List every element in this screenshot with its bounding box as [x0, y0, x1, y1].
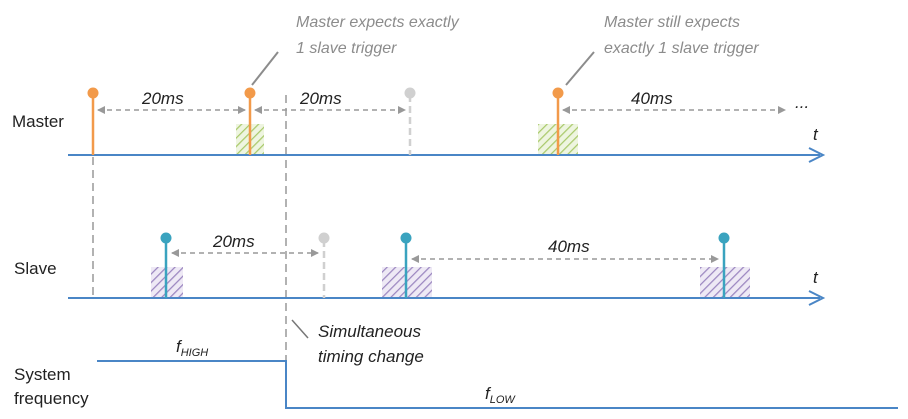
simultaneous-callout-line: [291, 319, 309, 339]
master-trigger: [244, 87, 256, 155]
slave-row-label: Slave: [14, 259, 57, 278]
slave-axis-t-label: t: [813, 268, 819, 287]
master-interval-label: 20ms: [299, 89, 342, 108]
master-axis-arrow-icon: [808, 147, 826, 163]
master-axis-t-label: t: [813, 125, 819, 144]
master-trigger: [552, 87, 564, 155]
system-frequency-label-line1: System: [14, 365, 71, 384]
note2-callout-line: [565, 51, 595, 86]
slave-interval-label: 40ms: [548, 237, 590, 256]
master-row-label: Master: [12, 112, 64, 131]
f-low-label: fLOW: [485, 384, 516, 406]
master-interval-label: 20ms: [141, 89, 184, 108]
master-trigger: [87, 87, 99, 155]
slave-expected-trigger: [318, 232, 330, 298]
slave-axis-arrow-icon: [808, 290, 826, 306]
note2-line1: Master still expects: [604, 14, 740, 31]
slave-trigger: [400, 232, 412, 298]
system-frequency-label-line2: frequency: [14, 389, 89, 408]
master-interval-label: 40ms: [631, 89, 673, 108]
note1-line2: 1 slave trigger: [296, 40, 397, 57]
master-expected-trigger: [404, 87, 416, 155]
f-high-label: fHIGH: [176, 337, 208, 359]
note2-line2: exactly 1 slave trigger: [604, 40, 759, 57]
note1-callout-line: [251, 51, 279, 86]
system-frequency-trace: [97, 360, 898, 409]
slave-trigger: [718, 232, 730, 298]
slave-trigger: [160, 232, 172, 298]
slave-interval-label: 20ms: [212, 232, 255, 251]
note1-line1: Master expects exactly: [296, 14, 460, 31]
continuation-ellipsis: ...: [795, 93, 809, 112]
simultaneous-line1: Simultaneous: [318, 322, 422, 341]
simultaneous-line2: timing change: [318, 347, 424, 366]
